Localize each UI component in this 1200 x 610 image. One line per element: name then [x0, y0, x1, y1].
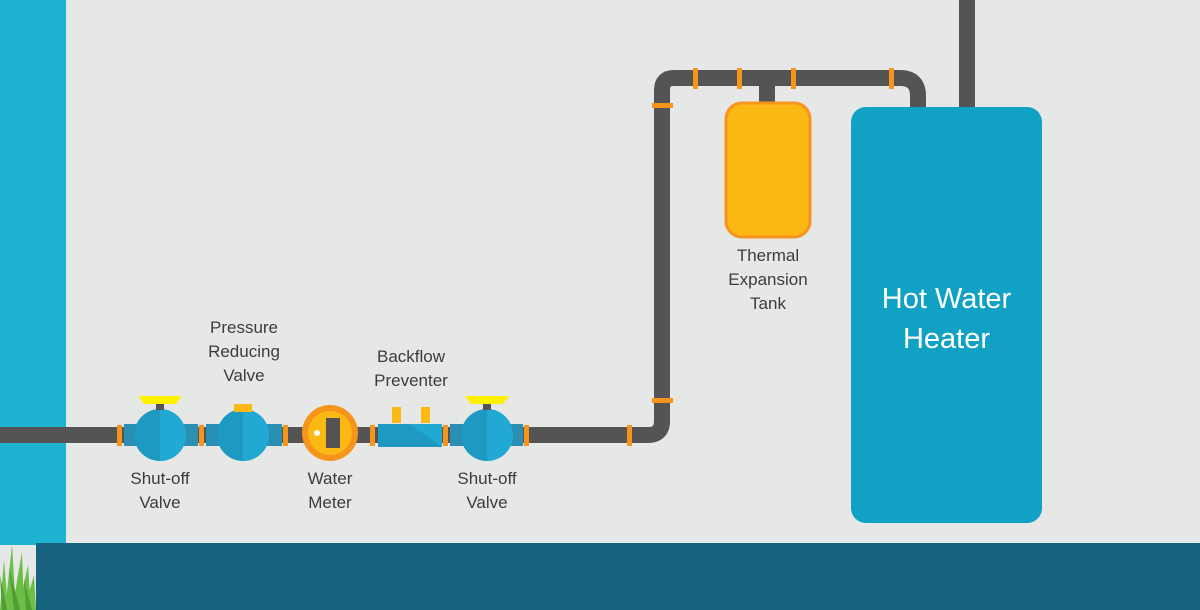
shutoff-valve-left [124, 396, 198, 461]
wall [0, 0, 66, 545]
label-line: Pressure [209, 318, 279, 337]
valve-handle-icon [465, 396, 509, 404]
pressure-reducing-valve [206, 404, 282, 461]
hot-water-heater [851, 107, 1042, 523]
water-meter-label: Water Meter [280, 467, 380, 515]
label-line: Backflow [376, 347, 446, 366]
label-line: Valve [223, 366, 265, 385]
label-line: Shut-off [130, 469, 190, 488]
label-line: Valve [139, 493, 181, 512]
label-line: Reducing [208, 342, 280, 361]
label-line: Meter [308, 493, 352, 512]
label-line: Tank [750, 294, 786, 313]
label-line: Water [307, 469, 353, 488]
shutoff-valve-right-label: Shut-off Valve [437, 467, 537, 515]
backflow-preventer [378, 407, 442, 447]
label-line: Expansion [728, 270, 808, 289]
pressure-reducing-valve-label: Pressure Reducing Valve [184, 316, 304, 388]
shutoff-valve-left-label: Shut-off Valve [110, 467, 210, 515]
heater-label: Hot Water Heater [851, 279, 1042, 359]
pipe-fittings [117, 68, 894, 446]
shutoff-valve-right [450, 396, 523, 461]
backflow-preventer-label: Backflow Preventer [351, 345, 471, 393]
label-line: Heater [902, 323, 991, 355]
label-line: Hot Water [881, 283, 1012, 315]
label-line: Valve [466, 493, 508, 512]
grass-icon [0, 545, 36, 610]
thermal-expansion-tank [724, 101, 812, 239]
label-line: Shut-off [457, 469, 517, 488]
expansion-tank-label: Thermal Expansion Tank [708, 244, 828, 316]
label-line: Thermal [736, 246, 800, 265]
valve-handle-icon [138, 396, 182, 404]
pipe [0, 0, 975, 443]
label-line: Preventer [374, 371, 448, 390]
floor [36, 543, 1200, 610]
water-meter [302, 405, 358, 461]
